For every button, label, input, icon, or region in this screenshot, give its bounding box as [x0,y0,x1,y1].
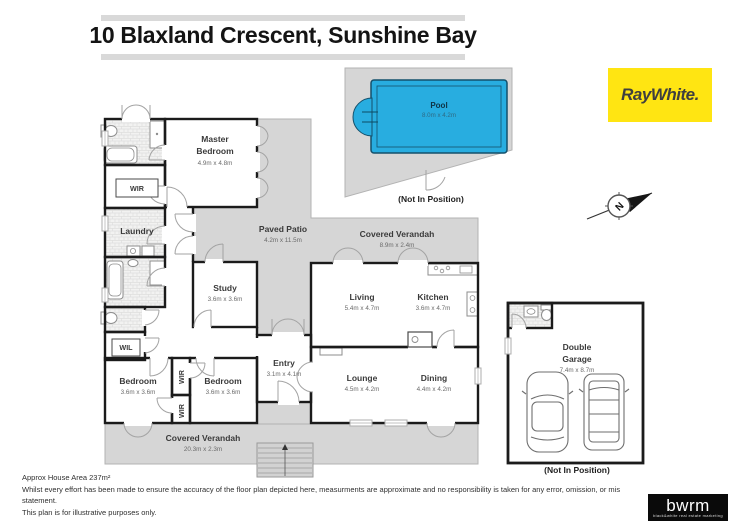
entry-porch [256,403,312,424]
room-labels: Master Bedroom 4.9m x 4.8m WIR Laundry S… [111,134,610,475]
bathtub-icon [106,260,124,300]
raywhite-logo: RayWhite. [608,68,712,122]
kitchen-sink-icon [459,265,473,274]
room-dims-bedroom1: 3.6m x 3.6m [121,389,156,396]
fireplace-nub [319,347,343,356]
room-dims-garage: 7.4m x 8.7m [560,367,595,374]
room-label-garage-1: Double [563,342,592,352]
raywhite-logo-text: RayWhite. [621,85,699,104]
room-label-bedroom2: Bedroom [204,376,242,386]
pool-area: Pool 8.0m x 4.2m (Not In Position) [344,67,513,204]
sink-icon [127,259,139,267]
pool-inner-edge [376,85,502,148]
room-dims-living: 5.4m x 4.7m [345,305,380,312]
windows [101,130,512,427]
room-label-lounge: Lounge [347,373,378,383]
washer-icon [126,245,141,257]
room-dims-bedroom2: 3.6m x 3.6m [206,389,241,396]
room-label-wir: WIR [130,184,145,193]
bwrm-logo-text: bwrm [666,495,710,515]
room-dims-study: 3.6m x 3.6m [208,296,243,303]
toilet-icon [541,309,552,321]
room-label-living: Living [349,292,374,302]
tub-icon [141,245,155,257]
room-dims-master: 4.9m x 4.8m [198,160,233,167]
room-label-kitchen: Kitchen [417,292,448,302]
wil-box [111,338,141,357]
pool-label: Pool [430,101,447,110]
pool-spa-bump [352,97,373,137]
title-bar-bottom [101,54,465,60]
room-label-bedroom1: Bedroom [119,376,157,386]
pool-gate-door-arc [425,170,446,191]
stairs-arrow-icon [282,444,288,450]
room-label-dining: Dining [421,373,447,383]
disclaimer-line2: This plan is for illustrative purposes o… [22,507,157,517]
title-bar-top [101,15,465,21]
room-label-wil: WIL [119,343,133,352]
dims-verandah-top: 8.9m x 2.4m [380,242,415,249]
bwrm-logo: bwrm black&white real estate marketing [648,494,728,521]
toilet-icon [104,312,118,324]
kitchen-island [407,331,433,348]
house-area-text: Approx House Area 237m² [22,473,111,482]
room-label-garage-2: Garage [562,354,592,364]
room-dims-lounge: 4.5m x 4.2m [345,386,380,393]
bwrm-logo-tagline: black&white real estate marketing [653,512,723,518]
label-paved-patio: Paved Patio [259,224,307,234]
door-arcs [121,104,527,438]
pool-not-in-position: (Not In Position) [398,194,464,204]
wir-box [115,178,159,198]
page-title: 10 Blaxland Crescent, Sunshine Bay [89,22,477,48]
pool-ladder-icon [362,111,378,123]
label-verandah-top: Covered Verandah [360,229,435,239]
room-dims-kitchen: 3.6m x 4.7m [416,305,451,312]
pool-dims: 8.0m x 4.2m [422,112,456,119]
room-dims-entry: 3.1m x 4.1m [267,371,302,378]
compass: N [586,192,653,220]
dims-verandah-bottom: 20.3m x 2.3m [184,446,222,453]
dims-paved-patio: 4.2m x 11.5m [264,237,302,244]
label-verandah-bottom: Covered Verandah [166,433,241,443]
garage-not-in-position: (Not In Position) [544,465,610,475]
room-label-entry: Entry [273,358,295,368]
room-label-wir-lower: WIR [177,403,186,418]
car-icons [521,371,630,453]
room-label-master-2: Bedroom [196,146,234,156]
disclaimer-line1: Whilst every effort has been made to ens… [22,484,621,506]
room-label-wir-upper: WIR [177,369,186,384]
room-label-laundry: Laundry [120,226,154,236]
room-dims-dining: 4.4m x 4.2m [417,386,452,393]
room-label-master-1: Master [201,134,229,144]
footer: Approx House Area 237m² Whilst every eff… [22,472,642,518]
stairs [256,442,314,478]
sink-icon [523,305,539,318]
room-label-study: Study [213,283,237,293]
